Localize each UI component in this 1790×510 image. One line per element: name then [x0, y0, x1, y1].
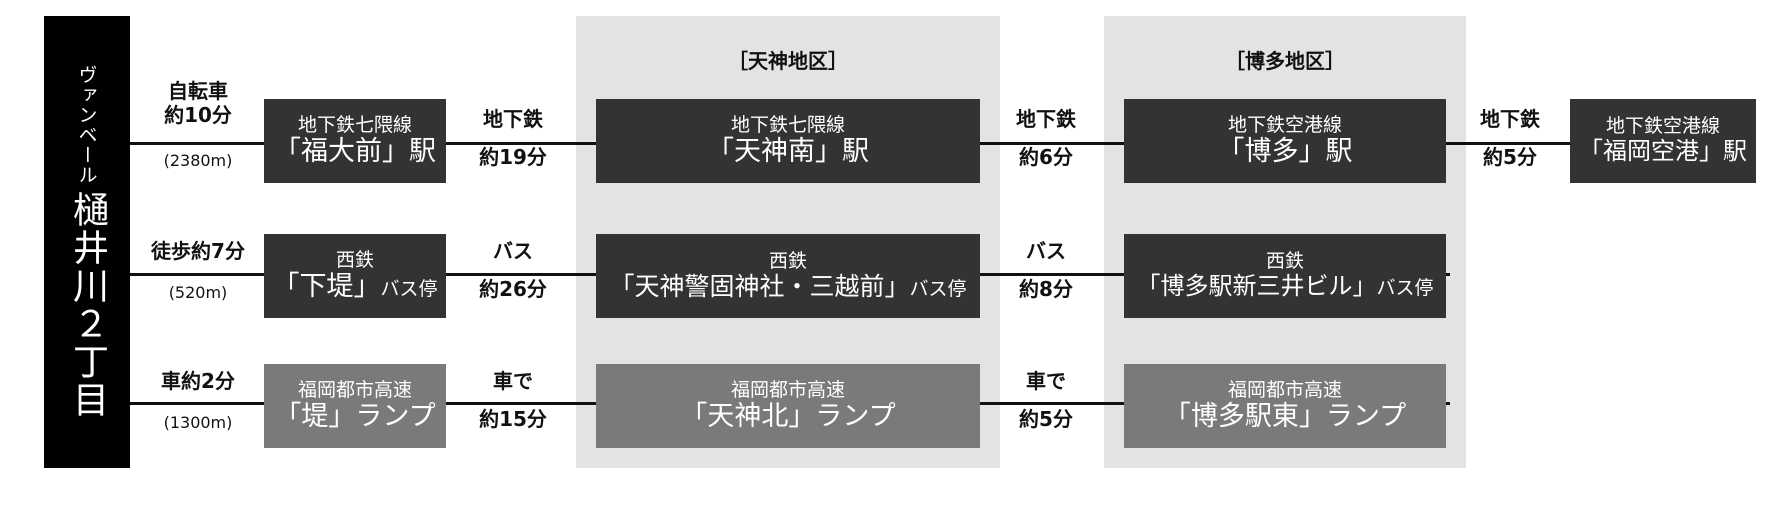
transfer-label-row3-1: 車で 約15分 — [454, 370, 572, 430]
busstop-name: 「下堤」バス停 — [272, 271, 438, 303]
station-name: 「福岡空港」駅 — [1579, 137, 1747, 166]
access-label-row2: 徒歩約7分 — [138, 240, 258, 262]
expressway-name: 福岡都市高速 — [297, 378, 412, 401]
busstop-name: 「天神警固神社・三越前」バス停 — [609, 271, 967, 301]
station-box-fukudaimae: 地下鉄七隈線 「福大前」駅 — [264, 99, 446, 183]
station-line: 地下鉄七隈線 — [297, 113, 412, 136]
bus-operator: 西鉄 — [1265, 250, 1304, 273]
transfer-mode: バス — [1026, 239, 1066, 263]
transfer-mode: 地下鉄 — [1016, 107, 1076, 131]
origin-property-name: ヴァンベール — [75, 65, 98, 185]
transfer-label-row2-2: バス 約8分 — [992, 240, 1100, 300]
tenjin-zone-title: ［天神地区］ — [728, 49, 848, 73]
busstop-box-tenjin-kegojinja: 西鉄 「天神警固神社・三越前」バス停 — [596, 234, 980, 318]
hakata-zone-title: ［博多地区］ — [1225, 49, 1345, 73]
busstop-box-hakataeki-shinmitsui: 西鉄 「博多駅新三井ビル」バス停 — [1124, 234, 1446, 318]
station-box-hakata: 地下鉄空港線 「博多」駅 — [1124, 99, 1446, 183]
busstop-box-shimotsutsumi: 西鉄 「下堤」バス停 — [264, 234, 446, 318]
transfer-label-row3-2: 車で 約5分 — [992, 370, 1100, 430]
bus-operator: 西鉄 — [335, 248, 374, 271]
transfer-time: 約19分 — [479, 145, 547, 169]
transfer-mode: バス — [493, 239, 533, 263]
access-time: 約10分 — [164, 103, 232, 127]
ramp-name: 「堤」ランプ — [274, 401, 436, 433]
transfer-time: 約15分 — [479, 407, 547, 431]
bus-operator: 西鉄 — [768, 249, 807, 272]
transfer-time: 約8分 — [1019, 277, 1073, 301]
access-label-row3: 車約2分 — [138, 370, 258, 392]
transfer-time: 約5分 — [1019, 407, 1073, 431]
origin-label: ヴァンベール 樋井川２丁目 — [44, 16, 130, 468]
origin-location: 樋井川２丁目 — [67, 191, 108, 419]
station-box-tenjinminami: 地下鉄七隈線 「天神南」駅 — [596, 99, 980, 183]
transfer-mode: 車で — [1026, 369, 1066, 393]
access-mode: 自転車 — [168, 79, 228, 103]
expressway-name: 福岡都市高速 — [730, 378, 845, 401]
ramp-name: 「博多駅東」ランプ — [1163, 401, 1407, 433]
station-name: 「博多」駅 — [1217, 136, 1353, 168]
station-line: 地下鉄七隈線 — [730, 113, 845, 136]
access-distance-row2: (520m) — [168, 283, 228, 302]
access-mode: 徒歩約7分 — [151, 239, 245, 263]
station-name: 「天神南」駅 — [707, 136, 869, 168]
expressway-name: 福岡都市高速 — [1227, 378, 1342, 401]
transfer-label-row1-1: 地下鉄 約19分 — [454, 108, 572, 168]
ramp-box-hakataekihigashi: 福岡都市高速 「博多駅東」ランプ — [1124, 364, 1446, 448]
access-label-row1: 自転車 約10分 — [138, 80, 258, 126]
station-line: 地下鉄空港線 — [1605, 115, 1720, 138]
access-mode: 車約2分 — [161, 369, 235, 393]
transfer-mode: 地下鉄 — [1480, 107, 1540, 131]
transfer-mode: 車で — [493, 369, 533, 393]
access-distance-row1: (2380m) — [163, 151, 233, 170]
ramp-box-tsutsumi: 福岡都市高速 「堤」ランプ — [264, 364, 446, 448]
access-distance-row3: (1300m) — [163, 413, 233, 432]
transfer-label-row1-2: 地下鉄 約6分 — [992, 108, 1100, 168]
transfer-mode: 地下鉄 — [483, 107, 543, 131]
transfer-time: 約26分 — [479, 277, 547, 301]
transfer-label-row1-3: 地下鉄 約5分 — [1454, 108, 1566, 168]
busstop-name: 「博多駅新三井ビル」バス停 — [1136, 272, 1434, 301]
station-name: 「福大前」駅 — [274, 136, 436, 168]
ramp-box-tenjinkita: 福岡都市高速 「天神北」ランプ — [596, 364, 980, 448]
transfer-label-row2-1: バス 約26分 — [454, 240, 572, 300]
ramp-name: 「天神北」ランプ — [680, 401, 896, 433]
transfer-time: 約6分 — [1019, 145, 1073, 169]
station-box-fukuokakuko: 地下鉄空港線 「福岡空港」駅 — [1570, 99, 1756, 183]
station-line: 地下鉄空港線 — [1227, 113, 1342, 136]
transfer-time: 約5分 — [1483, 145, 1537, 169]
